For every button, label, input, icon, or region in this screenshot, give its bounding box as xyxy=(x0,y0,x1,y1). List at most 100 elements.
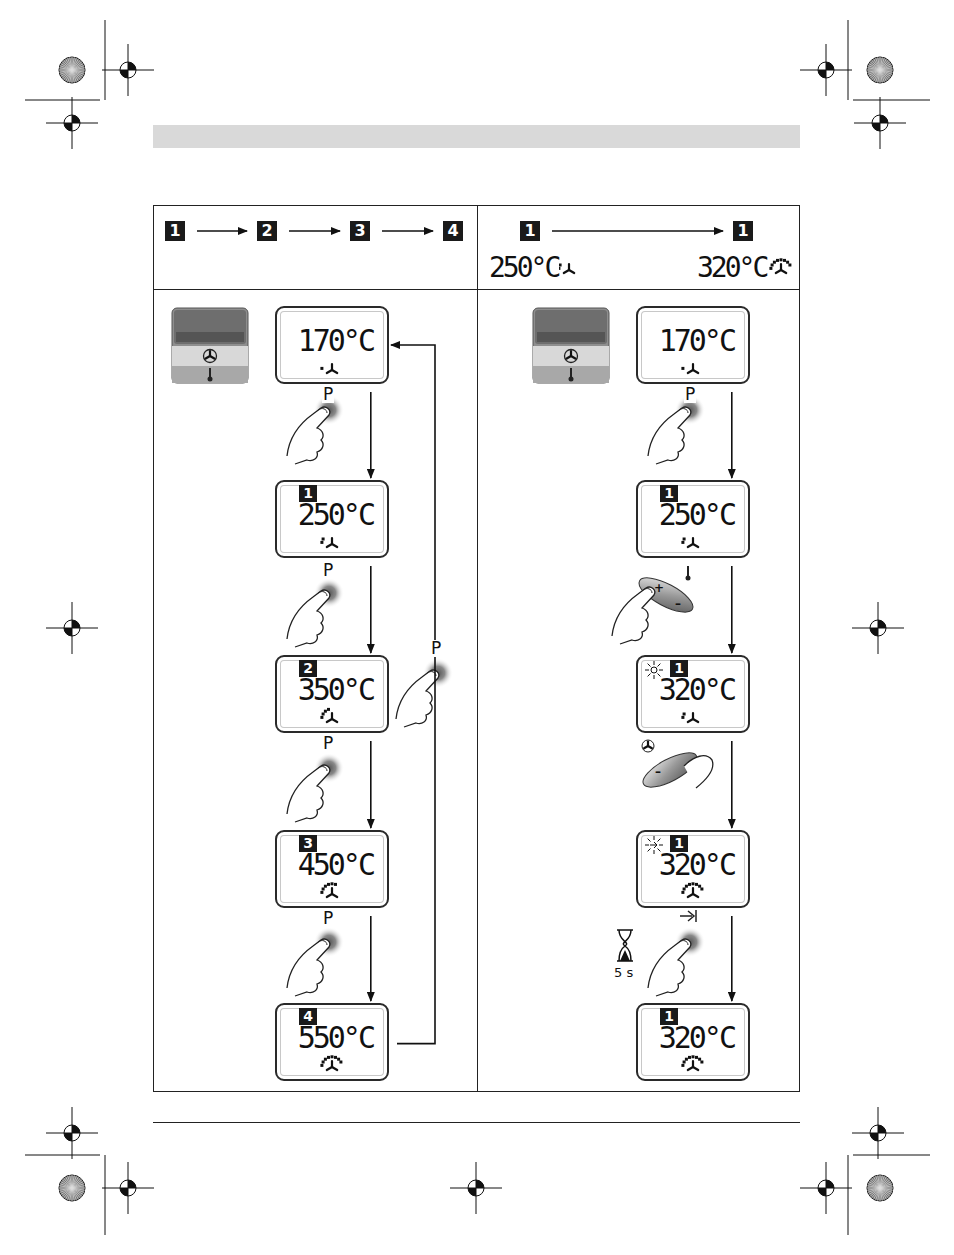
thermometer-symbol xyxy=(208,377,213,382)
step-number: 4 xyxy=(443,221,463,241)
crosshair xyxy=(46,97,98,149)
fan-level-tick xyxy=(788,264,791,267)
finger xyxy=(287,939,330,996)
flow-arrow xyxy=(289,230,340,232)
fan-level-tick xyxy=(320,367,323,370)
fan-level-tick xyxy=(681,367,684,370)
fan-level-tick xyxy=(681,541,684,544)
sunburst xyxy=(867,57,893,83)
fan-level-tick xyxy=(771,264,774,267)
fan-level-tick xyxy=(320,716,323,719)
fan-blade xyxy=(327,370,332,373)
sunburst xyxy=(867,57,893,83)
button-label: P xyxy=(322,386,334,403)
flow-arrow xyxy=(382,230,433,232)
step-number: 1 xyxy=(733,221,753,241)
flow-arrow xyxy=(552,230,723,232)
sunburst xyxy=(867,1175,893,1201)
device-panel xyxy=(533,308,609,383)
minus-sign: – xyxy=(654,766,662,778)
fan-level-tick xyxy=(681,891,684,894)
sunburst xyxy=(59,1175,85,1201)
button-label: P xyxy=(430,640,442,657)
row-divider xyxy=(153,289,800,290)
finger xyxy=(396,670,439,727)
finger xyxy=(287,765,330,822)
temperature-readout: 170°C xyxy=(298,324,373,358)
crosshair xyxy=(854,97,906,149)
device-panels xyxy=(172,308,609,383)
header-bar xyxy=(153,125,800,148)
table-frame xyxy=(154,206,800,1092)
lcd-display: 1320°C xyxy=(636,1003,750,1081)
sunburst xyxy=(867,1175,893,1201)
temperature-readout: 350°C xyxy=(298,673,373,707)
fan-level-tick xyxy=(688,883,691,886)
fan-level-tick xyxy=(786,261,789,264)
confirm-symbol xyxy=(680,910,696,922)
fan-level-tick xyxy=(337,1058,340,1061)
fan-level-tick xyxy=(322,713,325,716)
fan-level-tick xyxy=(320,541,323,544)
button-label: P xyxy=(322,735,334,752)
temperature-readout: 450°C xyxy=(298,848,373,882)
step-number-box: 1 xyxy=(733,221,753,241)
blink-indicator xyxy=(651,667,657,673)
flow-arrow xyxy=(731,916,733,1001)
panel-display xyxy=(176,332,244,342)
fan-level-tick xyxy=(685,1058,688,1061)
thermometer-symbol xyxy=(686,576,691,581)
fan-level-tick xyxy=(331,882,334,885)
step-number: 1 xyxy=(165,221,185,241)
fan-level-tick xyxy=(320,891,323,894)
duration-label: 5 s xyxy=(613,966,634,979)
fan-blade xyxy=(206,356,210,359)
fan-blade xyxy=(688,1067,693,1070)
fan-level-tick xyxy=(769,267,772,270)
lcd-display: 1250°C xyxy=(636,480,750,558)
blink-indicator xyxy=(650,842,657,848)
fan-blade xyxy=(688,544,693,547)
fan-level-tick xyxy=(320,1064,323,1067)
flow-arrow xyxy=(370,916,372,1001)
fan-level-tick xyxy=(681,716,684,719)
fan-symbol xyxy=(204,350,217,363)
fan-level-tick xyxy=(692,1055,695,1058)
button-label: P xyxy=(684,386,696,403)
temperature-readout: 550°C xyxy=(298,1021,373,1055)
lcd-display: 170°C xyxy=(275,306,389,384)
fan-level-tick xyxy=(695,1056,698,1059)
header-temperature: 320°C xyxy=(696,254,767,282)
fan-level-tick xyxy=(324,1058,327,1061)
crosshair xyxy=(46,1107,98,1159)
fan-level-tick xyxy=(322,888,325,891)
fan-blade xyxy=(327,544,332,547)
thermometer-symbol xyxy=(569,377,574,382)
step-number-box: 3 xyxy=(350,221,370,241)
panel-display xyxy=(174,310,246,344)
fan-blade xyxy=(327,1067,332,1070)
header-temperature: 250°C xyxy=(488,254,559,282)
hourglass-sand xyxy=(620,950,630,961)
fan-symbol xyxy=(565,350,578,363)
lcd-display: 170°C xyxy=(636,306,750,384)
temperature-readout: 250°C xyxy=(298,498,373,532)
fan-blade xyxy=(644,746,648,748)
flow-arrow xyxy=(197,230,247,232)
button-label: P xyxy=(322,562,334,579)
lcd-display: 1250°C xyxy=(275,480,389,558)
temperature-readout: 320°C xyxy=(659,673,734,707)
minus-sign: – xyxy=(674,598,682,610)
flow-arrow xyxy=(370,566,372,653)
thermometer-symbol xyxy=(687,566,689,576)
crosshair xyxy=(102,44,154,96)
flow-arrow xyxy=(731,566,733,653)
hourglass xyxy=(617,930,633,961)
fan-level-tick xyxy=(681,1064,684,1067)
button-label: P xyxy=(322,910,334,927)
fan-symbol xyxy=(642,740,654,752)
panel-display xyxy=(537,332,605,342)
step-number: 3 xyxy=(350,221,370,241)
fan-key xyxy=(172,346,248,366)
fan-level-tick xyxy=(327,883,330,886)
